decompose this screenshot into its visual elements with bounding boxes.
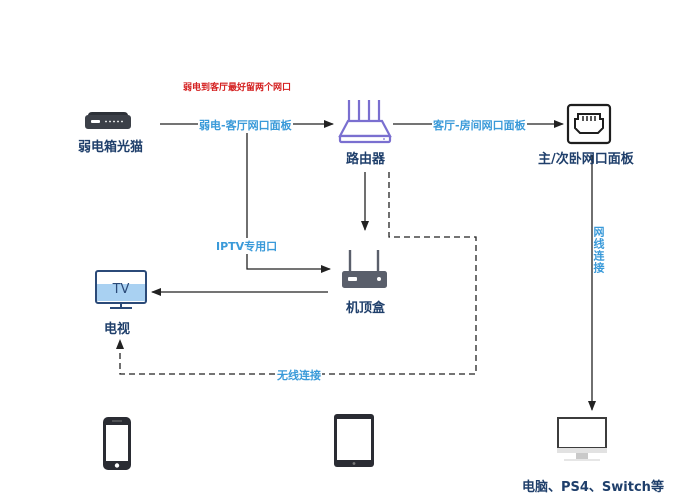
note-two-ports: 弱电到客厅最好留两个网口	[183, 83, 292, 93]
edge-label-wireless: 无线连接	[276, 367, 322, 383]
node-label-tv: 电视	[104, 322, 131, 337]
smartphone-icon	[103, 417, 131, 470]
edge-label-router-panel: 客厅-房间网口面板	[432, 117, 527, 133]
node-label-computer: 电脑、PS4、Switch等	[522, 480, 664, 495]
ethernet-port-icon	[566, 103, 612, 145]
modem-icon	[85, 112, 131, 129]
edge-modem-settop-iptv	[246, 130, 331, 273]
edge-router-tv-wireless	[116, 172, 477, 375]
node-label-router: 路由器	[346, 152, 386, 167]
desktop-monitor-icon	[557, 417, 607, 461]
node-label-wall-panel: 主/次卧网口面板	[538, 152, 634, 167]
tv-icon-text: TV	[112, 282, 130, 297]
tablet-icon	[334, 414, 374, 467]
tv-icon	[95, 270, 147, 309]
node-label-modem: 弱电箱光猫	[78, 140, 144, 155]
edge-label-iptv: IPTV专用口	[215, 238, 279, 254]
edge-label-cable: 网线连接	[592, 226, 605, 274]
set-top-box-icon	[342, 250, 387, 288]
edge-label-modem-router: 弱电-客厅网口面板	[198, 117, 293, 133]
wifi-router-icon	[338, 100, 392, 144]
node-label-settop: 机顶盒	[346, 301, 386, 316]
